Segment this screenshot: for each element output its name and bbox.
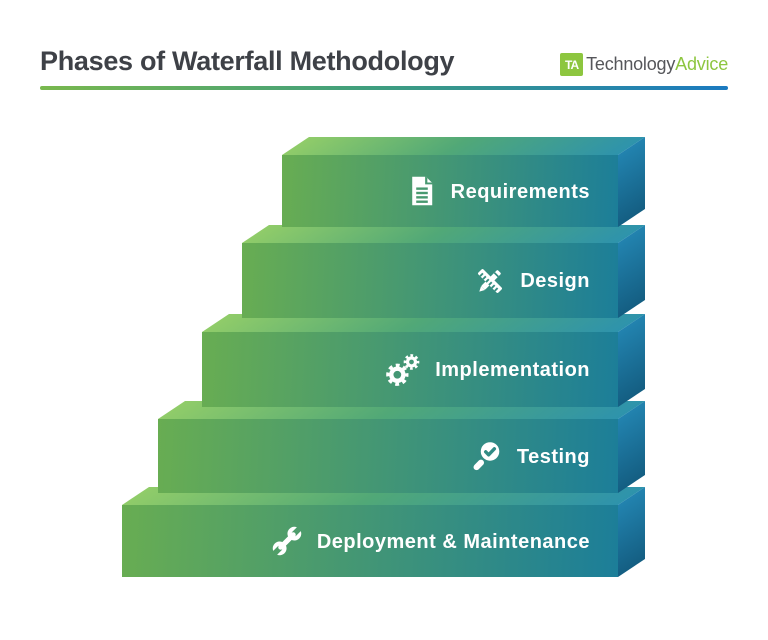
phase-step-deployment-maintenance: Deployment & Maintenance [122, 487, 646, 577]
step-front-face: Requirements [282, 155, 618, 227]
phase-label: Design [520, 270, 590, 292]
step-front-face: Deployment & Maintenance [122, 505, 618, 577]
brand-logo-icon: TA [560, 53, 584, 76]
page-title: Phases of Waterfall Methodology [40, 46, 455, 76]
brand-logo: TA TechnologyAdvice [560, 53, 728, 76]
magnifier-check-icon [470, 439, 504, 473]
phase-step-implementation: Implementation [202, 314, 646, 407]
gears-icon [384, 353, 422, 387]
brand-logo-mark-text: TA [565, 57, 579, 72]
phase-step-testing: Testing [158, 401, 646, 493]
wrench-icon [270, 524, 304, 558]
phase-label: Implementation [435, 359, 590, 381]
phase-step-design: Design [242, 225, 646, 318]
brand-name-primary: Technology [586, 54, 676, 74]
step-side-face [618, 225, 645, 318]
step-top-face [242, 225, 646, 243]
brand-name-secondary: Advice [675, 54, 728, 74]
step-side-face [618, 401, 645, 493]
phase-step-requirements: Requirements [282, 137, 646, 227]
document-icon [406, 174, 438, 208]
step-front-face: Testing [158, 419, 618, 493]
step-front-face: Implementation [202, 332, 618, 407]
header-divider [40, 86, 728, 90]
ruler-pencil-icon [473, 264, 507, 298]
step-front-face: Design [242, 243, 618, 318]
phase-label: Deployment & Maintenance [316, 530, 590, 553]
step-top-face [282, 137, 646, 155]
step-side-face [618, 314, 645, 407]
phase-label: Requirements [450, 180, 590, 203]
phase-label: Testing [516, 445, 590, 468]
brand-logo-text: TechnologyAdvice [586, 54, 728, 75]
